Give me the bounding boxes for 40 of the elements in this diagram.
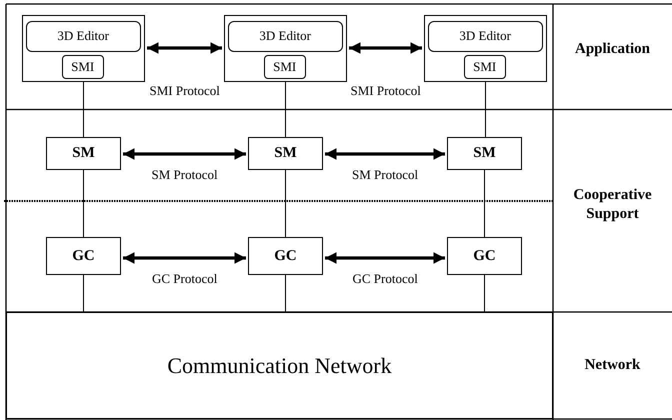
double-arrow xyxy=(147,42,222,54)
station-box xyxy=(22,15,145,82)
module-box: SM xyxy=(447,137,522,170)
connector-line xyxy=(485,82,486,138)
edge-label: SMI Protocol xyxy=(148,84,221,98)
double-arrow xyxy=(325,252,445,264)
interface-box: SMI xyxy=(264,54,306,79)
layer-label: Cooperative Support xyxy=(572,186,653,224)
connector-line xyxy=(285,82,286,138)
double-arrow xyxy=(123,252,246,264)
module-box: GC xyxy=(46,237,121,275)
edge-label: SM Protocol xyxy=(351,168,420,182)
double-arrow xyxy=(349,42,422,54)
edge-label: SMI Protocol xyxy=(350,84,422,98)
module-box: SM xyxy=(46,137,121,170)
connector-line xyxy=(285,274,286,312)
double-arrow xyxy=(123,148,246,160)
module-box: SM xyxy=(248,137,323,170)
station-box xyxy=(424,15,547,82)
connector-line xyxy=(83,82,84,138)
layer-label: Network xyxy=(584,356,642,375)
connector-line xyxy=(484,274,485,312)
editor-box: 3D Editor xyxy=(26,20,141,52)
editor-box: 3D Editor xyxy=(228,20,343,52)
connector-line xyxy=(285,170,286,238)
editor-box: 3D Editor xyxy=(428,20,543,52)
connector-line xyxy=(484,170,485,238)
module-box: GC xyxy=(248,237,323,275)
interface-box: SMI xyxy=(62,54,104,79)
station-box xyxy=(224,15,347,82)
layer-label: Application xyxy=(574,40,651,59)
edge-label: SM Protocol xyxy=(150,168,219,182)
connector-line xyxy=(83,170,84,238)
edge-label: GC Protocol xyxy=(352,272,419,286)
connector-line xyxy=(83,274,84,312)
interface-box: SMI xyxy=(464,54,506,79)
double-arrow xyxy=(325,148,445,160)
edge-label: GC Protocol xyxy=(151,272,218,286)
network-band: Communication Network xyxy=(6,312,553,419)
module-box: GC xyxy=(447,237,522,275)
